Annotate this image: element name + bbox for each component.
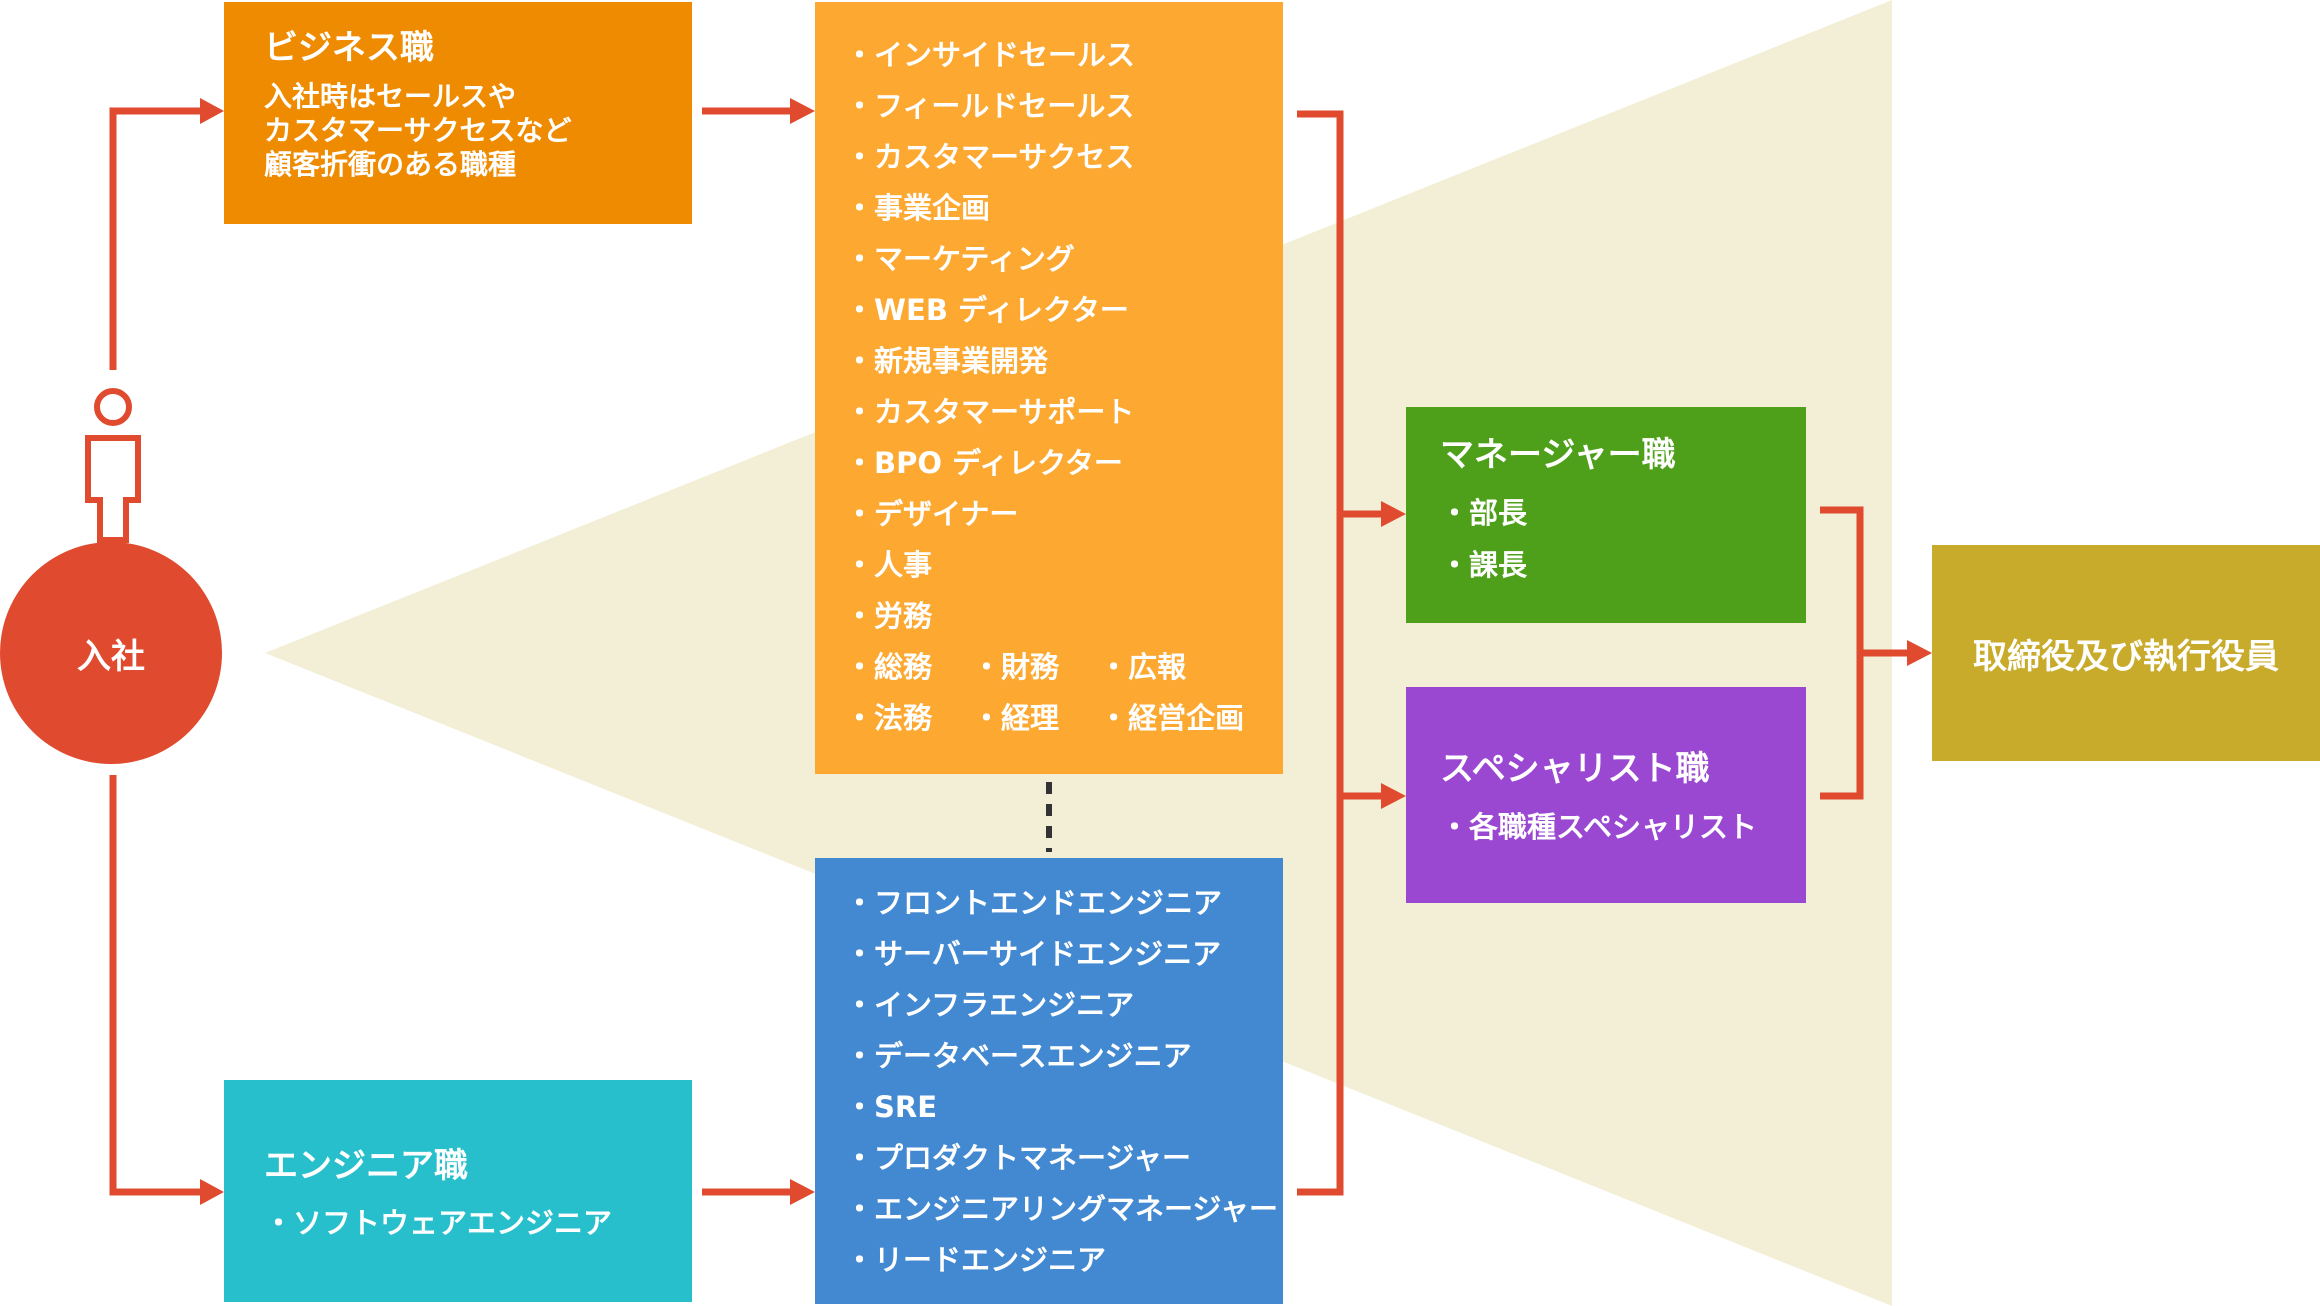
arrow-to-business-jobs — [790, 98, 815, 124]
engineer-job-item: エンジニアリングマネージャー — [845, 1184, 1278, 1235]
business-job-row: 総務 財務 広報 — [845, 642, 1253, 693]
entry-label: 入社 — [77, 636, 145, 677]
person-icon — [85, 388, 141, 543]
specialist-title: スペシャリスト職 — [1440, 749, 1710, 789]
manager-title: マネージャー職 — [1440, 435, 1676, 475]
business-description-line: カスタマーサクセスなど — [264, 114, 572, 147]
arrow-to-specialist — [1381, 783, 1406, 809]
engineer-job-item: フロントエンドエンジニア — [845, 878, 1253, 929]
arrow-to-engineer-jobs — [790, 1179, 815, 1205]
business-job-item: 人事 — [845, 540, 1253, 591]
business-job-item: インサイドセールス — [845, 30, 1253, 81]
business-job-item: 財務 — [972, 642, 1059, 693]
business-job-item: 事業企画 — [845, 183, 1253, 234]
business-job-item: 総務 — [845, 642, 932, 693]
business-job-item: マーケティング — [845, 234, 1253, 285]
business-description-line: 入社時はセールスや — [264, 80, 517, 113]
business-track-box: ビジネス職 入社時はセールスや カスタマーサクセスなど 顧客折衝のある職種 — [224, 2, 692, 224]
business-description-line: 顧客折衝のある職種 — [264, 148, 517, 181]
manager-track-box: マネージャー職 部長 課長 — [1406, 407, 1806, 623]
business-job-item: BPO ディレクター — [845, 438, 1253, 489]
line-entry-engineer — [109, 775, 208, 1196]
business-job-item: 広報 — [1099, 642, 1186, 693]
executive-label: 取締役及び執行役員 — [1973, 636, 2279, 677]
business-jobs-box: インサイドセールス フィールドセールス カスタマーサクセス 事業企画 マーケティ… — [815, 2, 1283, 774]
engineer-track-box: エンジニア職 ソフトウェアエンジニア — [224, 1080, 692, 1302]
manager-item: 課長 — [1440, 539, 1772, 591]
business-job-item: 経理 — [972, 693, 1059, 744]
bracket-jobs — [1297, 110, 1344, 1196]
engineer-job-item: プロダクトマネージャー — [845, 1133, 1253, 1184]
specialist-track-box: スペシャリスト職 各職種スペシャリスト — [1406, 687, 1806, 903]
business-job-item: WEB ディレクター — [845, 285, 1253, 336]
engineer-title: エンジニア職 — [264, 1146, 468, 1186]
business-job-item: 労務 — [845, 591, 1253, 642]
business-job-row: 法務 経理 経営企画 — [845, 693, 1253, 744]
business-job-item: カスタマーサポート — [845, 387, 1253, 438]
engineer-job-item: インフラエンジニア — [845, 980, 1253, 1031]
business-job-item: 法務 — [845, 693, 932, 744]
arrow-to-manager — [1381, 501, 1406, 527]
arrow-to-business — [200, 98, 224, 124]
business-job-item: デザイナー — [845, 489, 1253, 540]
arrow-to-engineer — [200, 1179, 224, 1205]
specialist-item: 各職種スペシャリスト — [1440, 801, 1772, 853]
manager-item: 部長 — [1440, 487, 1772, 539]
business-job-item: フィールドセールス — [845, 81, 1253, 132]
entry-circle: 入社 — [0, 542, 222, 764]
executive-box: 取締役及び執行役員 — [1932, 545, 2320, 761]
engineer-job-item: サーバーサイドエンジニア — [845, 929, 1253, 980]
business-job-item: 新規事業開発 — [845, 336, 1253, 387]
arrow-to-executive — [1907, 640, 1932, 666]
engineer-job-item: SRE — [845, 1082, 1253, 1133]
business-job-item: カスタマーサクセス — [845, 132, 1253, 183]
engineer-item: ソフトウェアエンジニア — [264, 1198, 652, 1249]
business-title: ビジネス職 — [264, 28, 434, 68]
engineer-job-item: リードエンジニア — [845, 1235, 1253, 1286]
engineer-job-item: データベースエンジニア — [845, 1031, 1253, 1082]
business-job-item: 経営企画 — [1099, 693, 1244, 744]
engineer-jobs-box: フロントエンドエンジニア サーバーサイドエンジニア インフラエンジニア データベ… — [815, 858, 1283, 1304]
line-entry-business — [109, 107, 208, 370]
